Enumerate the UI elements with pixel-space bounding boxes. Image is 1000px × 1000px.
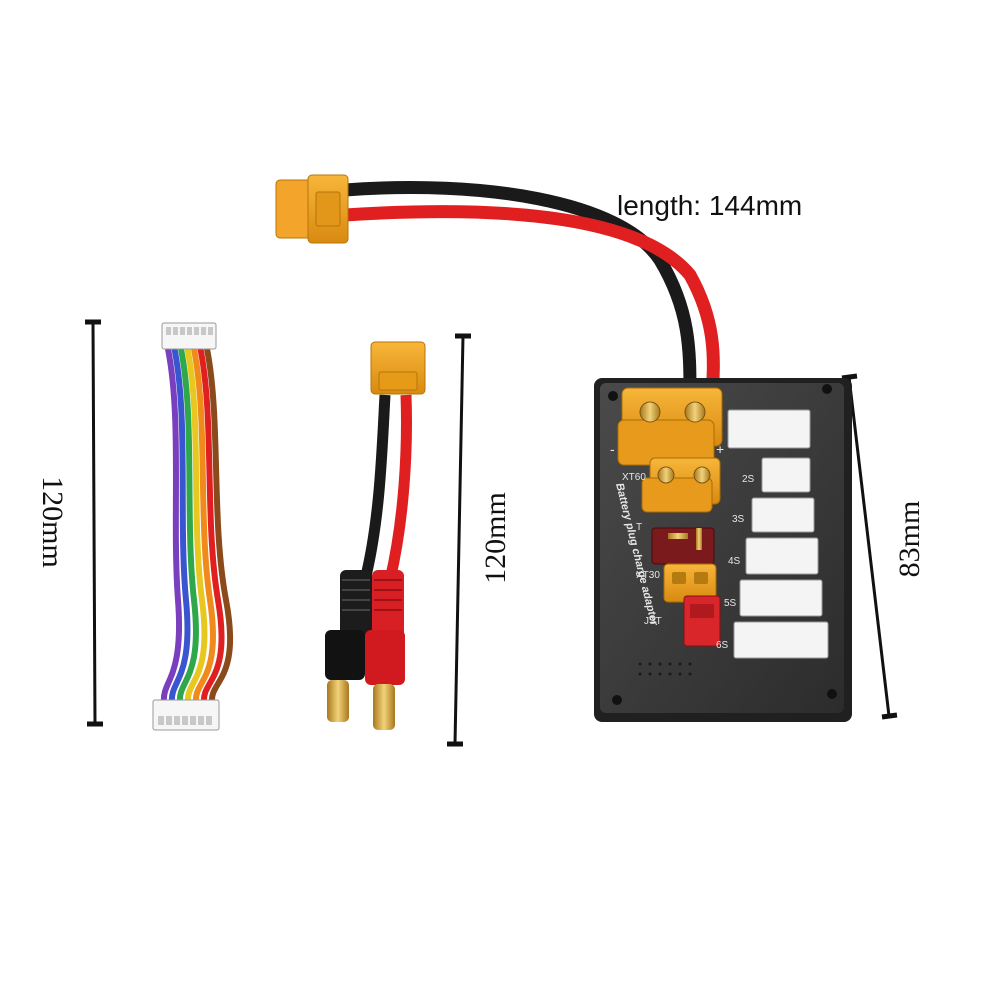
dimension-line-balance: [85, 319, 103, 727]
ribbon-wire: [197, 348, 225, 703]
board-label-2s: 2S: [742, 474, 755, 485]
ribbon-wire: [160, 348, 182, 703]
board-label-xt30: XT30: [636, 570, 660, 581]
ribbon-wire: [191, 348, 216, 703]
ribbon-wire: [168, 348, 191, 703]
adapter-board: Battery plug charge adapter XT60 T XT30 …: [594, 378, 852, 722]
dimension-line-board: [841, 373, 898, 720]
board-label-5s: 5S: [724, 598, 737, 609]
banana-lead-length-label: 120mm: [479, 492, 512, 584]
cable-length-label: length: 144mm: [617, 190, 803, 221]
dimension-line-banana: [447, 333, 471, 747]
ribbon-wire: [184, 348, 208, 703]
ribbon-wire: [204, 348, 234, 703]
board-length-label: 83mm: [893, 500, 926, 578]
board-label-3s: 3S: [732, 514, 745, 525]
board-label-6s: 6S: [716, 640, 729, 651]
board-label-plus: +: [716, 441, 724, 457]
board-label-xt60: XT60: [622, 472, 646, 483]
main-charge-cable: [275, 174, 720, 396]
balance-lead-length-label: 120mm: [36, 476, 69, 568]
board-label-4s: 4S: [728, 556, 741, 567]
board-label-jst: JST: [644, 616, 662, 627]
balance-ports: [727, 409, 829, 659]
balance-ribbon-lead: [152, 322, 234, 731]
board-label-minus: -: [610, 441, 615, 457]
board-label-t: T: [636, 522, 642, 533]
ribbon-wire: [176, 348, 199, 703]
banana-plug-lead: [325, 341, 426, 730]
